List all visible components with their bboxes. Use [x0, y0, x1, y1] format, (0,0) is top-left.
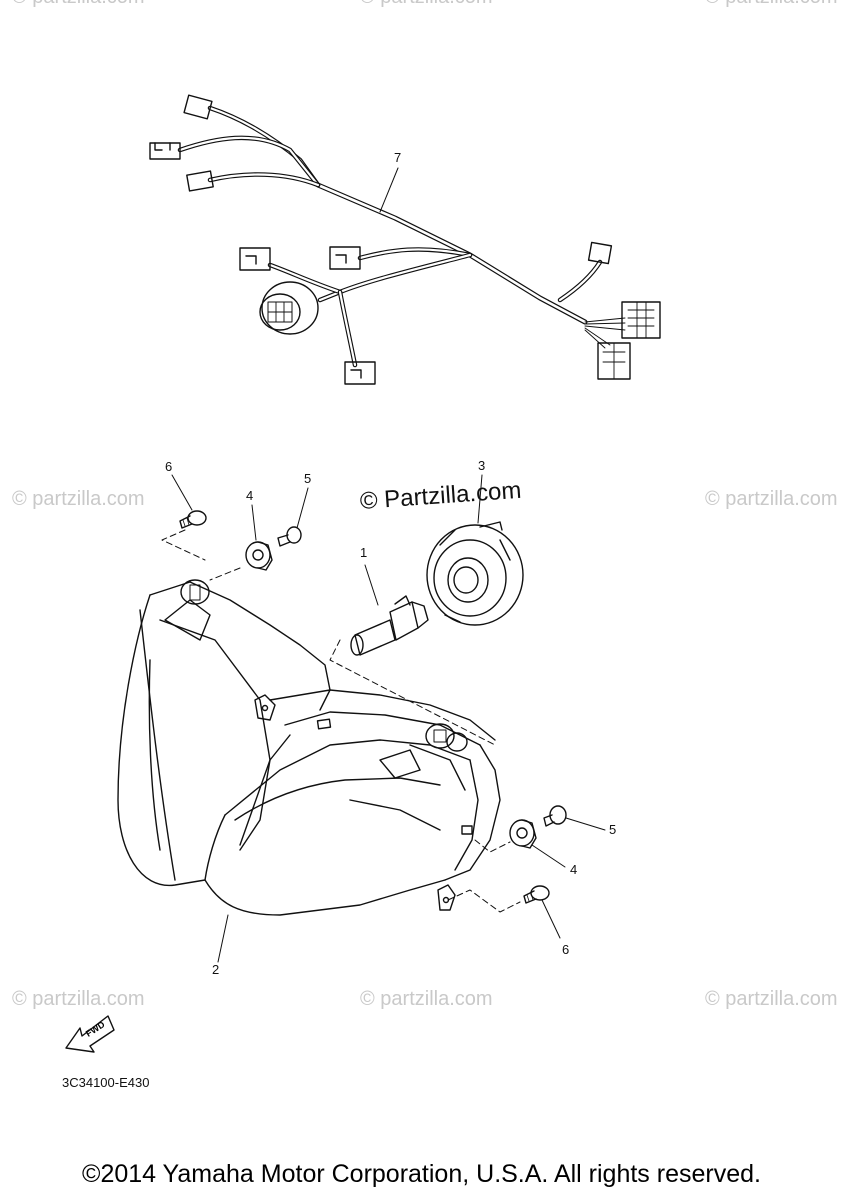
leader-5-lower: [565, 817, 606, 831]
leader-4-upper: [251, 504, 257, 541]
upper-grommet-4: [245, 541, 273, 571]
lower-collar-5: [543, 805, 567, 827]
assembly-guides-upper: [161, 529, 496, 746]
assembly-guides-lower: [447, 839, 521, 913]
leader-3: [477, 474, 483, 524]
callout-4-upper: 4: [246, 488, 254, 503]
diagram-code: 3C34100-E430: [62, 1075, 150, 1090]
watermark-top-right: © partzilla.com: [705, 0, 838, 9]
watermark-top-left: © partzilla.com: [12, 0, 145, 9]
copyright-notice: ©2014 Yamaha Motor Corporation, U.S.A. A…: [82, 1160, 761, 1188]
upper-collar-5: [277, 526, 302, 547]
watermark-top-center: © partzilla.com: [360, 0, 493, 9]
watermark-mid-left: © partzilla.com: [12, 488, 145, 510]
leader-5-upper: [296, 487, 309, 529]
watermark-bottom-right: © partzilla.com: [705, 988, 838, 1010]
callout-3: 3: [478, 458, 486, 473]
callout-2: 2: [212, 962, 220, 977]
leader-2: [217, 914, 229, 963]
callout-6-upper: 6: [165, 459, 173, 474]
watermark-bottom-left: © partzilla.com: [12, 988, 145, 1010]
leader-6-lower: [541, 899, 561, 939]
lower-screw-6: [523, 885, 550, 904]
watermark-bottom-center: © partzilla.com: [360, 988, 493, 1010]
headlight-assembly: [117, 579, 501, 916]
watermark-mid-right: © partzilla.com: [705, 488, 838, 510]
bulb: [350, 595, 429, 656]
callout-7: 7: [394, 150, 402, 165]
fwd-arrow-icon: [65, 1015, 115, 1053]
bulb-cover: [426, 521, 524, 626]
leader-1: [364, 564, 379, 606]
callout-1: 1: [360, 545, 368, 560]
leader-6-upper: [171, 474, 193, 511]
leader-4-lower: [531, 844, 566, 868]
wire-harness: [149, 94, 661, 385]
callout-6-lower: 6: [562, 942, 570, 957]
lower-grommet-4: [509, 819, 537, 849]
leader-7: [379, 167, 399, 213]
callout-4-lower: 4: [570, 862, 578, 877]
upper-screw-6: [179, 510, 207, 529]
callout-5-upper: 5: [304, 471, 312, 486]
callout-5-lower: 5: [609, 822, 617, 837]
